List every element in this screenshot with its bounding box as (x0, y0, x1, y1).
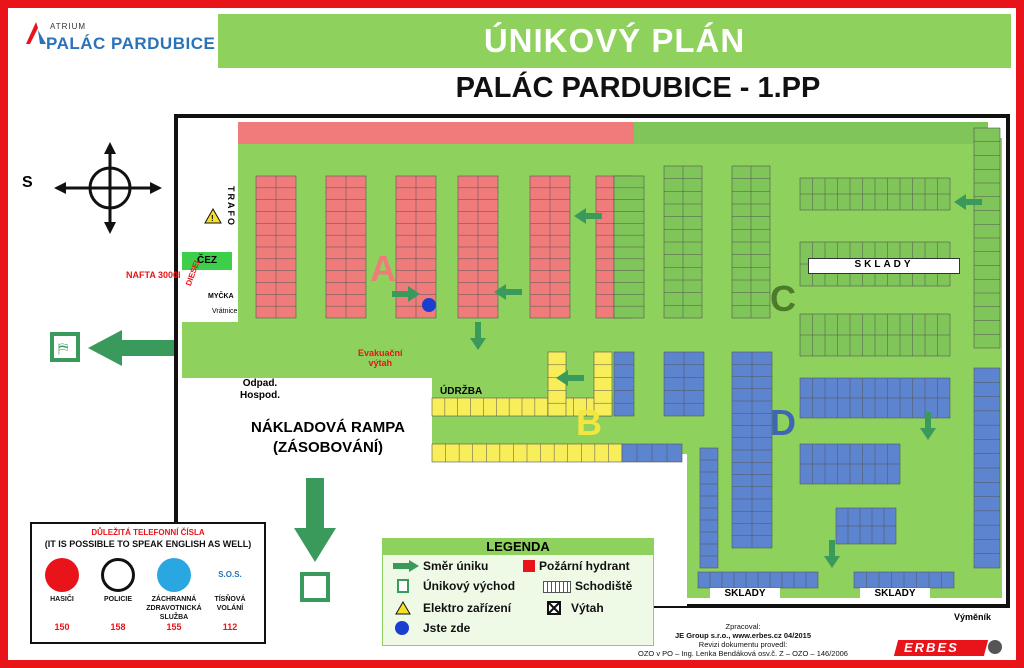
zone-c-label: C (770, 278, 796, 319)
escape-arrow (824, 540, 840, 568)
escape-arrow (574, 208, 602, 224)
parking-block (593, 351, 613, 417)
service-firefighters: HASIČI 150 (34, 558, 90, 632)
legend-electric: Elektro zařízení (423, 601, 512, 615)
waste-room: Odpad.Hospod. (240, 378, 280, 401)
logo: ATRIUM PALÁC PARDUBICE (18, 14, 216, 64)
title-bar: ÚNIKOVÝ PLÁN (218, 14, 1011, 68)
legend-you-are-here: Jste zde (423, 621, 471, 635)
cez-room: ČEZ (182, 252, 232, 270)
escape-arrow-icon (393, 560, 419, 572)
exit-arrow-down (294, 478, 336, 602)
escape-arrow (556, 370, 584, 386)
legend-stairs: Schodiště (575, 579, 633, 593)
you-are-here-marker (422, 298, 436, 312)
escape-arrow (392, 286, 420, 302)
dishwasher-room: MYČKA (208, 293, 234, 300)
credits-zpracoval: Zpracoval: (725, 622, 761, 631)
storage-label-top: SKLADY (808, 258, 960, 274)
page-title: ÚNIKOVÝ PLÁN (483, 22, 746, 59)
service-sos: S.O.S. TÍSŇOVÁ VOLÁNÍ 112 (202, 558, 258, 632)
sos-icon: S.O.S. (218, 570, 242, 579)
trafo-label: TRAFO (226, 186, 236, 227)
maintenance-room: ÚDRŽBA (440, 386, 483, 397)
stairs-icon (543, 581, 571, 593)
escape-arrow (920, 412, 936, 440)
escape-arrow (954, 194, 982, 210)
compass-icon (54, 142, 162, 234)
credits-company: JE Group s.r.o., www.erbes.cz 04/2015 (674, 631, 812, 640)
erbes-logo: ERBES (893, 638, 1002, 658)
electric-icon (395, 601, 411, 615)
emergency-phones: DŮLEŽITÁ TELEFONNÍ ČÍSLA (IT IS POSSIBLE… (30, 522, 266, 644)
legend-hydrant: Požární hydrant (539, 559, 630, 573)
legend-title: LEGENDA (383, 539, 653, 555)
fuel-label: NAFTA 3000l (126, 270, 181, 280)
police-icon (101, 558, 135, 592)
credits-ozo: OZO v PO – Ing. Lenka Bendáková osv.č. Z… (638, 649, 848, 658)
phones-subheading: (IT IS POSSIBLE TO SPEAK ENGLISH AS WELL… (44, 539, 252, 549)
service-ambulance: ZÁCHRANNÁ ZDRAVOTNICKÁ SLUŽBA 155 (146, 558, 202, 632)
parking-block (613, 351, 635, 417)
logo-name: PALÁC PARDUBICE (46, 34, 216, 53)
logo-small-text: ATRIUM (50, 22, 87, 31)
logo-mark-icon (26, 22, 46, 44)
gatehouse-room: Vrátnice (212, 308, 238, 315)
zone-a-label: A (370, 248, 396, 289)
compass-south-label: S (22, 174, 33, 191)
svg-text:⛿: ⛿ (58, 340, 68, 356)
elevator-icon (547, 601, 561, 615)
exchanger-label: Výměník (954, 612, 992, 622)
page-subtitle: PALÁC PARDUBICE - 1.PP (455, 72, 821, 104)
ambulance-icon (157, 558, 191, 592)
legend: LEGENDA Směr úniku Požární hydrant Úniko… (382, 538, 654, 646)
svg-text:!: ! (211, 214, 214, 223)
legend-exit: Únikový východ (423, 579, 516, 593)
phones-heading: DŮLEŽITÁ TELEFONNÍ ČÍSLA (91, 528, 205, 537)
zone-b-label: B (576, 402, 602, 443)
storage-label-bottom-right: SKLADY (860, 588, 930, 602)
legend-escape: Směr úniku (423, 559, 489, 573)
escape-arrow (470, 322, 486, 350)
firefighter-icon (45, 558, 79, 592)
credits-revize: Revizi dokumentu provedl: (698, 640, 788, 649)
service-police: POLICIE 158 (90, 558, 146, 632)
electric-icon: ! (204, 208, 222, 224)
fire-hydrant-icon (523, 560, 535, 572)
legend-elevator: Výtah (571, 601, 604, 615)
loading-ramp: NÁKLADOVÁ RAMPA(ZÁSOBOVÁNÍ) (251, 419, 405, 456)
exit-arrow-left: ⛿ (50, 330, 174, 366)
you-are-here-icon (395, 621, 409, 635)
escape-arrow (494, 284, 522, 300)
zone-d-label: D (770, 402, 796, 443)
parking-block (547, 351, 567, 417)
exit-icon (397, 579, 409, 593)
storage-label-bottom-left: SKLADY (710, 588, 780, 602)
